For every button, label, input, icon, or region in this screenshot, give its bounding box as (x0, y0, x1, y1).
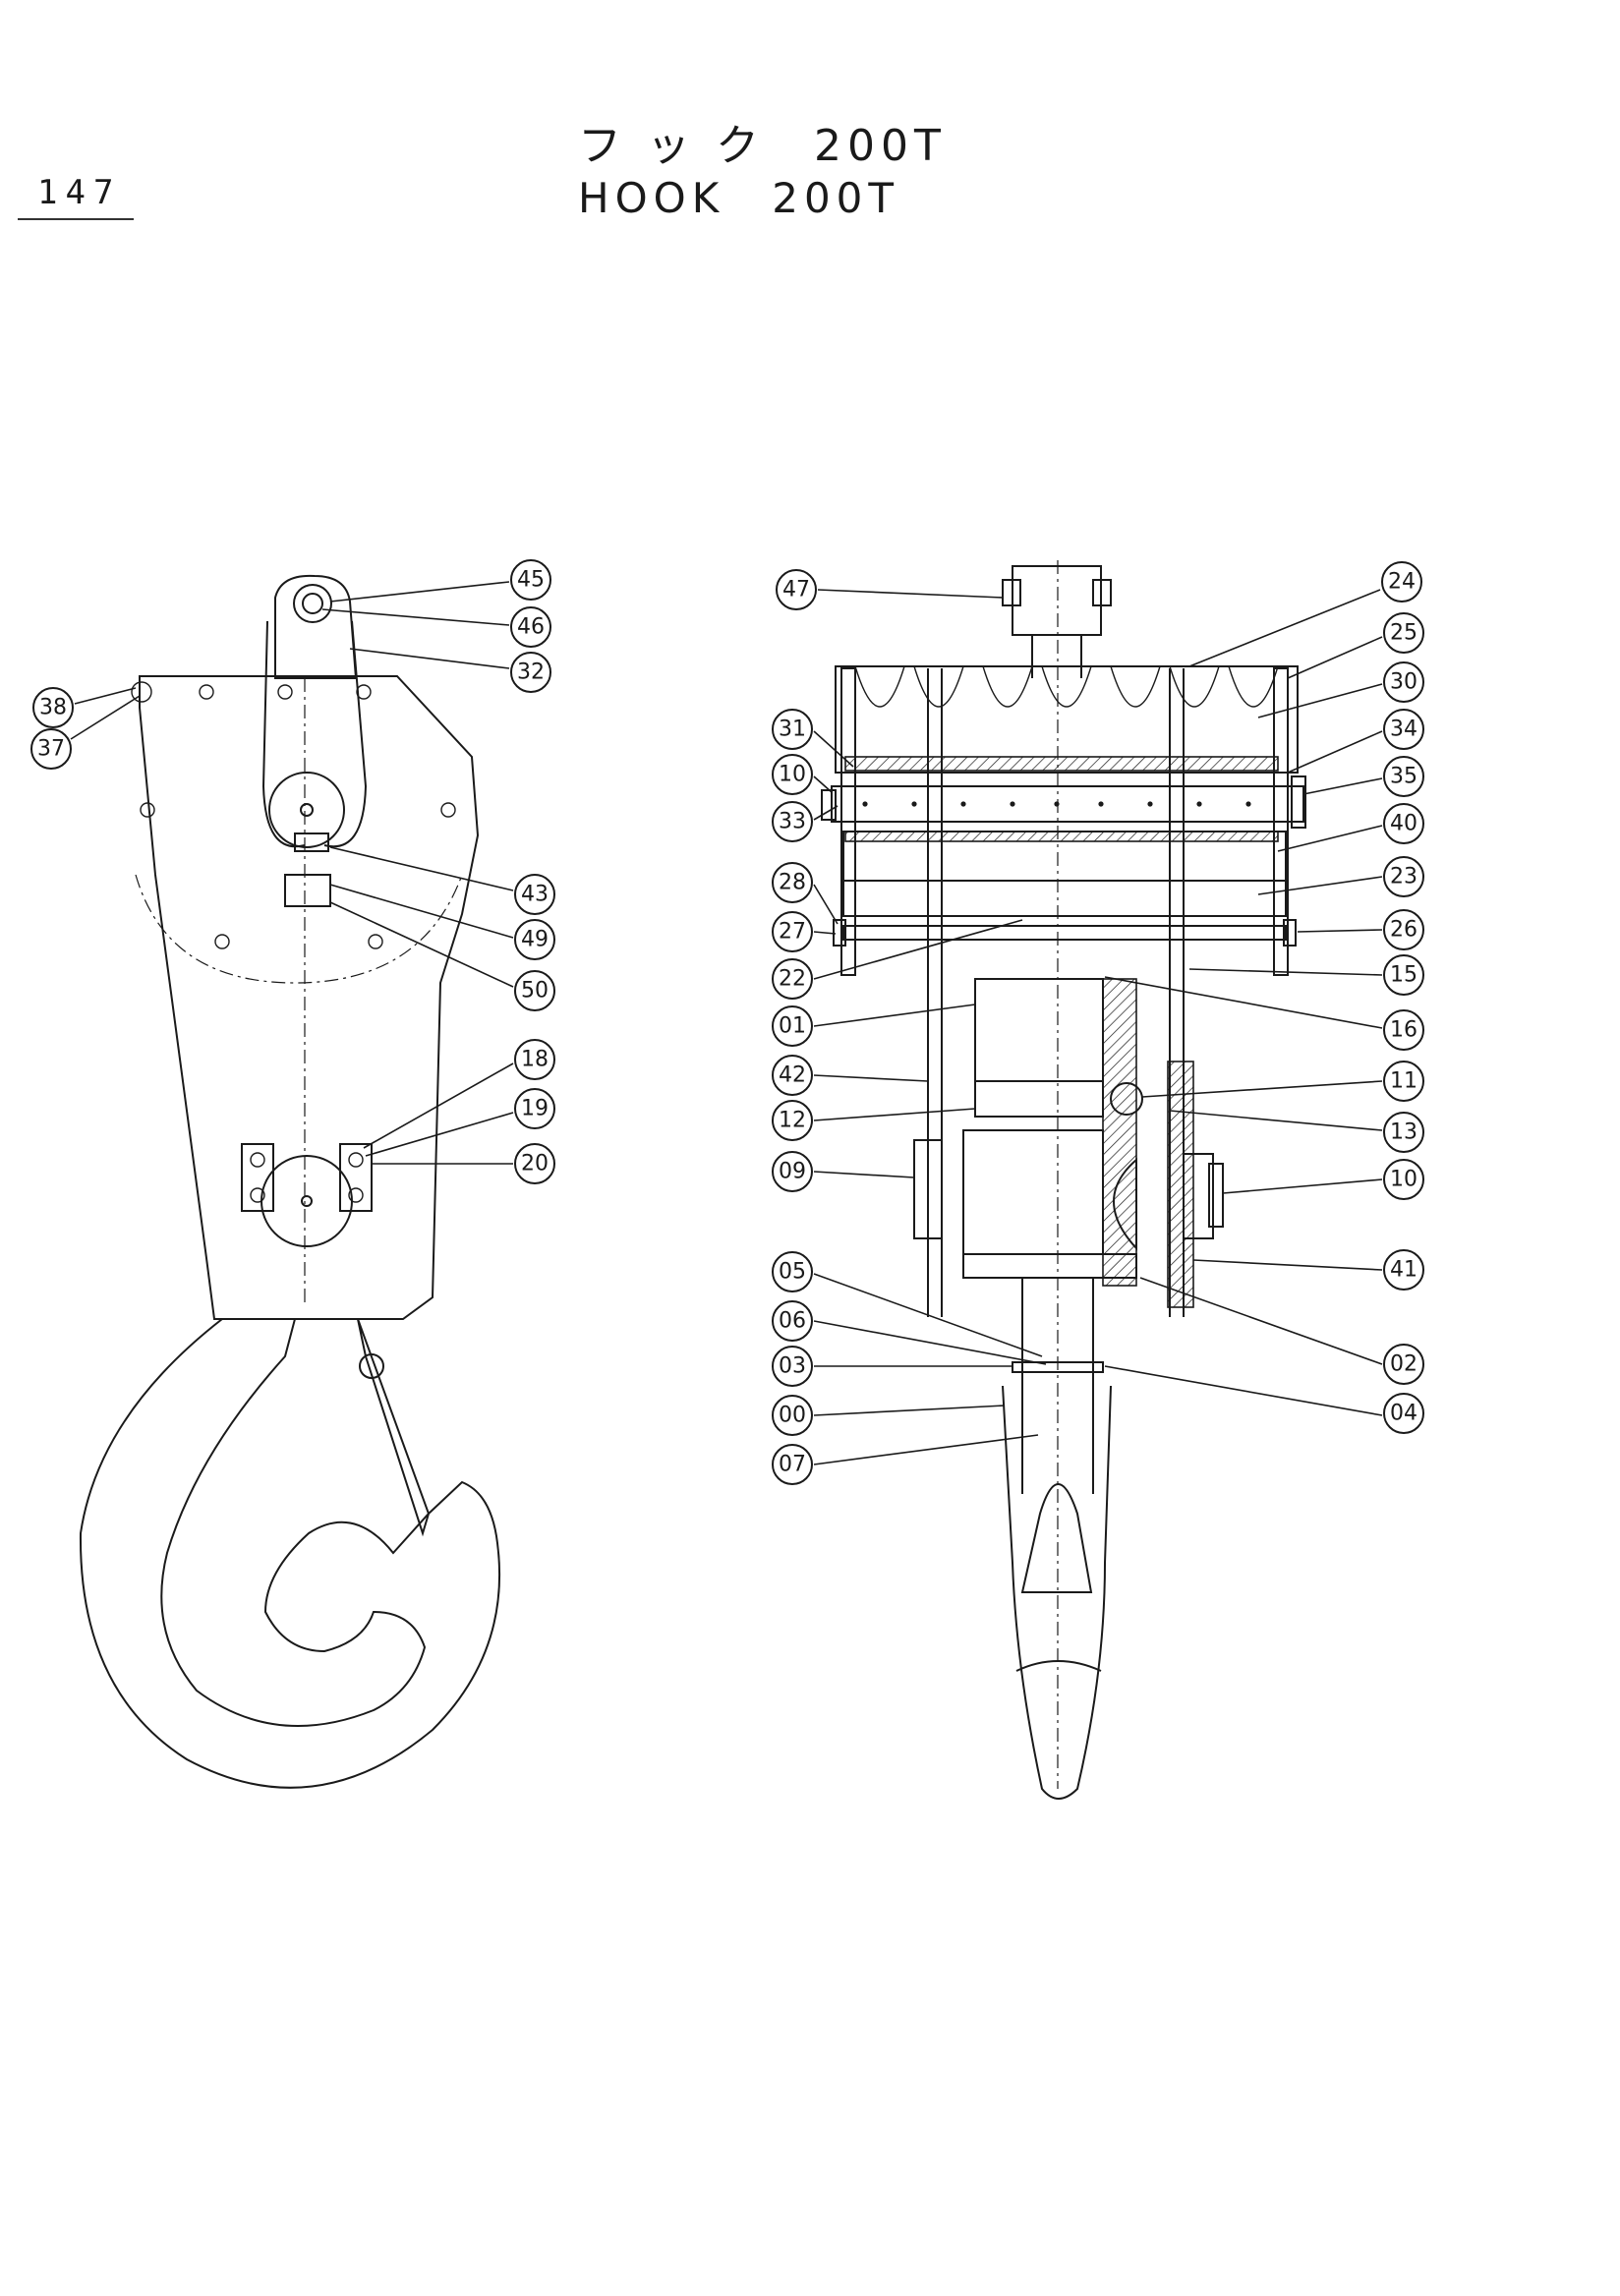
callout-10: 10 (772, 754, 833, 795)
callout-33: 33 (772, 801, 839, 842)
svg-text:09: 09 (779, 1160, 806, 1184)
callout-26: 26 (1297, 909, 1424, 950)
callout-00: 00 (772, 1395, 1006, 1436)
callout-42: 42 (772, 1055, 929, 1096)
callout-41: 41 (1192, 1249, 1424, 1291)
side-view (79, 574, 501, 1789)
callout-47: 47 (776, 569, 1004, 610)
callout-15: 15 (1188, 954, 1424, 996)
callout-46: 46 (321, 606, 551, 648)
svg-text:10: 10 (1390, 1168, 1418, 1192)
svg-text:18: 18 (521, 1048, 549, 1072)
svg-text:47: 47 (782, 578, 810, 603)
title-english: HOOK 200T (578, 174, 900, 222)
callout-32: 32 (349, 648, 551, 693)
svg-text:31: 31 (779, 718, 806, 742)
svg-text:00: 00 (779, 1404, 806, 1428)
svg-text:50: 50 (521, 979, 549, 1004)
callout-35: 35 (1302, 756, 1424, 797)
svg-text:23: 23 (1390, 865, 1418, 890)
callout-13: 13 (1169, 1110, 1424, 1153)
callout-09: 09 (772, 1151, 915, 1192)
svg-text:45: 45 (517, 568, 545, 593)
front-view (821, 560, 1306, 1800)
callout-40: 40 (1277, 803, 1424, 852)
svg-text:12: 12 (779, 1109, 806, 1133)
svg-text:46: 46 (517, 615, 545, 640)
callout-20: 20 (372, 1143, 555, 1184)
svg-text:32: 32 (517, 660, 545, 685)
svg-text:11: 11 (1390, 1069, 1418, 1094)
svg-text:19: 19 (521, 1097, 549, 1121)
svg-text:40: 40 (1390, 812, 1418, 836)
svg-text:41: 41 (1390, 1258, 1418, 1283)
callout-31: 31 (772, 709, 854, 768)
callout-23: 23 (1257, 856, 1424, 897)
svg-text:20: 20 (521, 1152, 549, 1177)
svg-text:07: 07 (779, 1453, 806, 1477)
svg-text:37: 37 (37, 737, 65, 762)
callout-01: 01 (772, 1004, 976, 1047)
svg-text:38: 38 (39, 696, 67, 720)
callout-10b: 10 (1222, 1159, 1424, 1200)
callout-43: 43 (329, 846, 555, 915)
svg-text:34: 34 (1390, 718, 1418, 742)
svg-text:35: 35 (1390, 765, 1418, 789)
svg-text:06: 06 (779, 1309, 806, 1334)
callout-05: 05 (772, 1251, 1043, 1357)
callout-07: 07 (772, 1434, 1039, 1485)
svg-text:27: 27 (779, 920, 806, 945)
svg-text:24: 24 (1388, 570, 1416, 595)
callout-16: 16 (1104, 976, 1424, 1051)
svg-text:26: 26 (1390, 918, 1418, 943)
callout-03: 03 (772, 1346, 1012, 1387)
svg-text:16: 16 (1390, 1018, 1418, 1043)
page-number-underline (18, 218, 134, 220)
callout-37: 37 (30, 695, 141, 770)
svg-text:03: 03 (779, 1354, 806, 1379)
callout-19: 19 (365, 1088, 555, 1157)
svg-text:04: 04 (1390, 1402, 1418, 1426)
svg-text:13: 13 (1390, 1120, 1418, 1145)
callout-25: 25 (1287, 612, 1424, 679)
svg-text:15: 15 (1390, 963, 1418, 988)
callout-22: 22 (772, 919, 1023, 1000)
svg-text:30: 30 (1390, 670, 1418, 695)
svg-text:01: 01 (779, 1014, 806, 1039)
svg-text:05: 05 (779, 1260, 806, 1285)
callout-38: 38 (32, 687, 137, 728)
callout-45: 45 (329, 559, 551, 603)
callout-04: 04 (1104, 1365, 1424, 1434)
svg-text:22: 22 (779, 967, 806, 992)
svg-text:25: 25 (1390, 621, 1418, 646)
callout-11: 11 (1141, 1061, 1424, 1102)
callout-02: 02 (1139, 1277, 1424, 1385)
callout-30: 30 (1257, 661, 1424, 718)
svg-text:10: 10 (779, 763, 806, 787)
callout-49: 49 (329, 884, 555, 960)
callout-06: 06 (772, 1300, 1047, 1365)
callout-12: 12 (772, 1100, 976, 1141)
svg-text:43: 43 (521, 883, 549, 907)
svg-text:42: 42 (779, 1063, 806, 1088)
callout-18: 18 (363, 1039, 555, 1149)
svg-text:49: 49 (521, 928, 549, 952)
svg-text:28: 28 (779, 871, 806, 895)
callout-34: 34 (1287, 709, 1424, 774)
title-japanese: フ ッ ク 200T (578, 121, 947, 171)
page-number: 147 (37, 173, 122, 212)
callout-24: 24 (1188, 561, 1422, 667)
callout-50: 50 (329, 901, 555, 1011)
callout-28: 28 (772, 862, 839, 925)
callout-27: 27 (772, 911, 837, 952)
svg-text:33: 33 (779, 810, 806, 834)
svg-text:02: 02 (1390, 1352, 1418, 1377)
